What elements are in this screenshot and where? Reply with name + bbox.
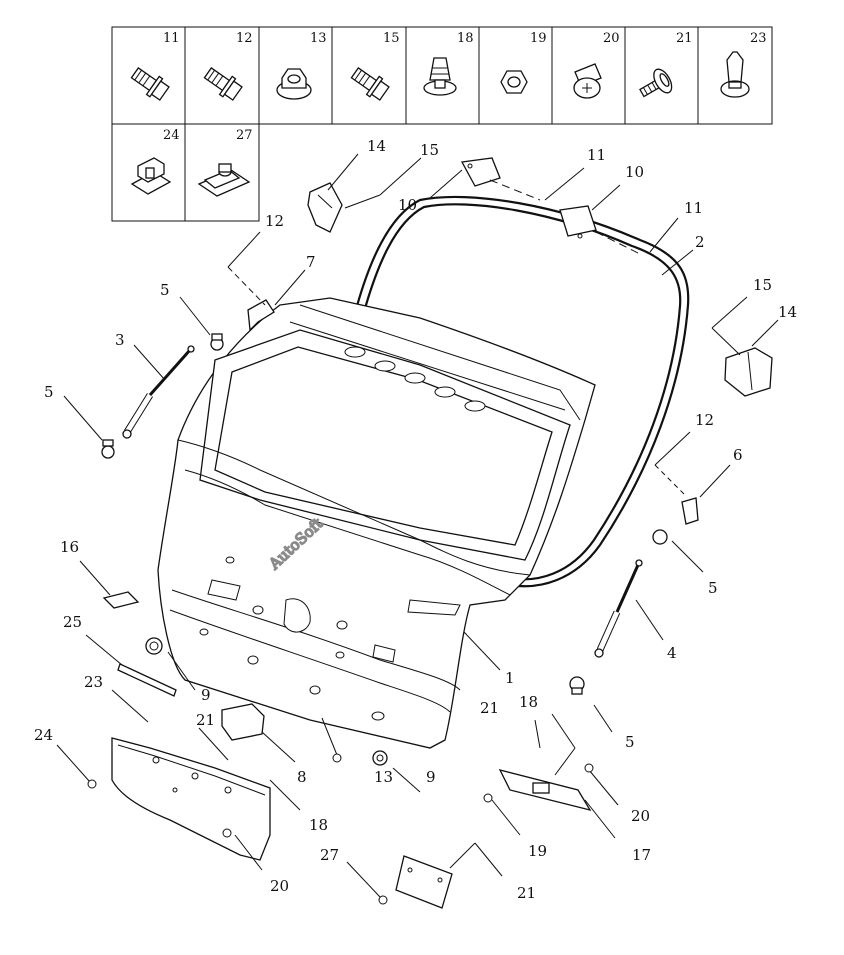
- callout-label: 21: [480, 699, 499, 717]
- callout-label: 18: [519, 693, 538, 711]
- leader-lines: [56, 153, 779, 905]
- callout-label: 11: [684, 199, 703, 217]
- callout-label: 12: [265, 212, 284, 230]
- tapping-screw-icon: [639, 68, 673, 98]
- callout-label: 9: [201, 686, 211, 704]
- fastener-legend-table: 11 12 13 15 18 19 20 21 23 24 27: [111, 26, 773, 222]
- expansion-clip-icon: [573, 63, 602, 99]
- legend-cell-number: 19: [530, 31, 547, 46]
- ball-stud: [210, 333, 224, 351]
- callout-label: 3: [115, 331, 125, 349]
- legend-cell-number: 27: [236, 128, 253, 143]
- callout-label: 15: [753, 276, 772, 294]
- callout-label: 12: [695, 411, 714, 429]
- ball-stud: [101, 439, 115, 459]
- callout-label: 10: [625, 163, 644, 181]
- grommet: [372, 750, 388, 766]
- legend-cell-number: 20: [603, 31, 620, 46]
- callout-label: 25: [63, 613, 82, 631]
- legend-cell-number: 23: [750, 31, 767, 46]
- right-hinge-bumper: [724, 347, 773, 397]
- legend-cell-number: 13: [310, 31, 327, 46]
- callout-label: 15: [420, 141, 439, 159]
- flange-nut-icon: [276, 68, 312, 100]
- callout-label: 21: [196, 711, 215, 729]
- push-clip-icon: [423, 57, 457, 96]
- callout-label: 10: [398, 196, 417, 214]
- tailgate-hinge: [559, 205, 597, 239]
- ball-stud: [569, 676, 585, 695]
- legend-cell-number: 12: [236, 31, 253, 46]
- legend-cell-number: 24: [163, 128, 180, 143]
- legend-cell-number: 18: [457, 31, 474, 46]
- legend-cell-number: 15: [383, 31, 400, 46]
- callout-label: 5: [44, 383, 54, 401]
- callout-label: 23: [84, 673, 103, 691]
- left-gas-strut: [122, 345, 195, 439]
- pin-clip-icon: [720, 51, 750, 98]
- left-hinge-bumper: [307, 182, 343, 233]
- ball-stud: [652, 529, 668, 545]
- callout-label: 5: [708, 579, 718, 597]
- grommet: [145, 637, 163, 655]
- callout-label: 1: [505, 669, 515, 687]
- callout-label: 20: [270, 877, 289, 895]
- trim-clip-strip: [117, 663, 177, 697]
- license-plate-bracket: [395, 855, 453, 909]
- legend-cell-number: 21: [676, 31, 693, 46]
- callout-label: 8: [297, 768, 307, 786]
- callout-label: 7: [306, 253, 316, 271]
- tailgate-switch: [221, 703, 265, 741]
- callout-label: 2: [695, 233, 705, 251]
- callout-label: 14: [778, 303, 797, 321]
- flange-bolt-icon: [203, 67, 243, 101]
- right-gas-strut: [594, 559, 643, 658]
- callout-label: 21: [517, 884, 536, 902]
- callout-label: 11: [587, 146, 606, 164]
- bumper-stop: [102, 591, 140, 609]
- callout-label: 24: [34, 726, 53, 744]
- callout-label: 19: [528, 842, 547, 860]
- callout-label: 13: [374, 768, 393, 786]
- callout-label: 5: [160, 281, 170, 299]
- speed-nut-icon: [197, 163, 251, 197]
- callout-label: 18: [309, 816, 328, 834]
- callout-label: 4: [667, 644, 677, 662]
- legend-cell-number: 11: [163, 31, 180, 46]
- callout-label: 5: [625, 733, 635, 751]
- tailgate-panel: [157, 297, 596, 749]
- callout-labels: 14 15 10 11 10 11 2 12 7 5 3 5 15 14 12 …: [34, 137, 797, 902]
- callout-label: 9: [426, 768, 436, 786]
- hex-nut-icon: [500, 70, 528, 94]
- tailgate-hinge: [460, 157, 501, 187]
- callout-label: 20: [631, 807, 650, 825]
- callout-label: 14: [367, 137, 386, 155]
- callout-label: 6: [733, 446, 743, 464]
- square-clip-icon: [130, 157, 172, 195]
- callout-label: 17: [632, 846, 651, 864]
- license-lamp-trim: [498, 769, 592, 812]
- latch-bracket: [681, 497, 699, 525]
- hinge-bracket: [247, 299, 275, 332]
- callout-label: 16: [60, 538, 79, 556]
- flange-bolt-icon: [130, 67, 170, 101]
- flange-bolt-icon: [350, 67, 390, 101]
- lower-garnish-panel: [111, 737, 271, 861]
- callout-label: 27: [320, 846, 339, 864]
